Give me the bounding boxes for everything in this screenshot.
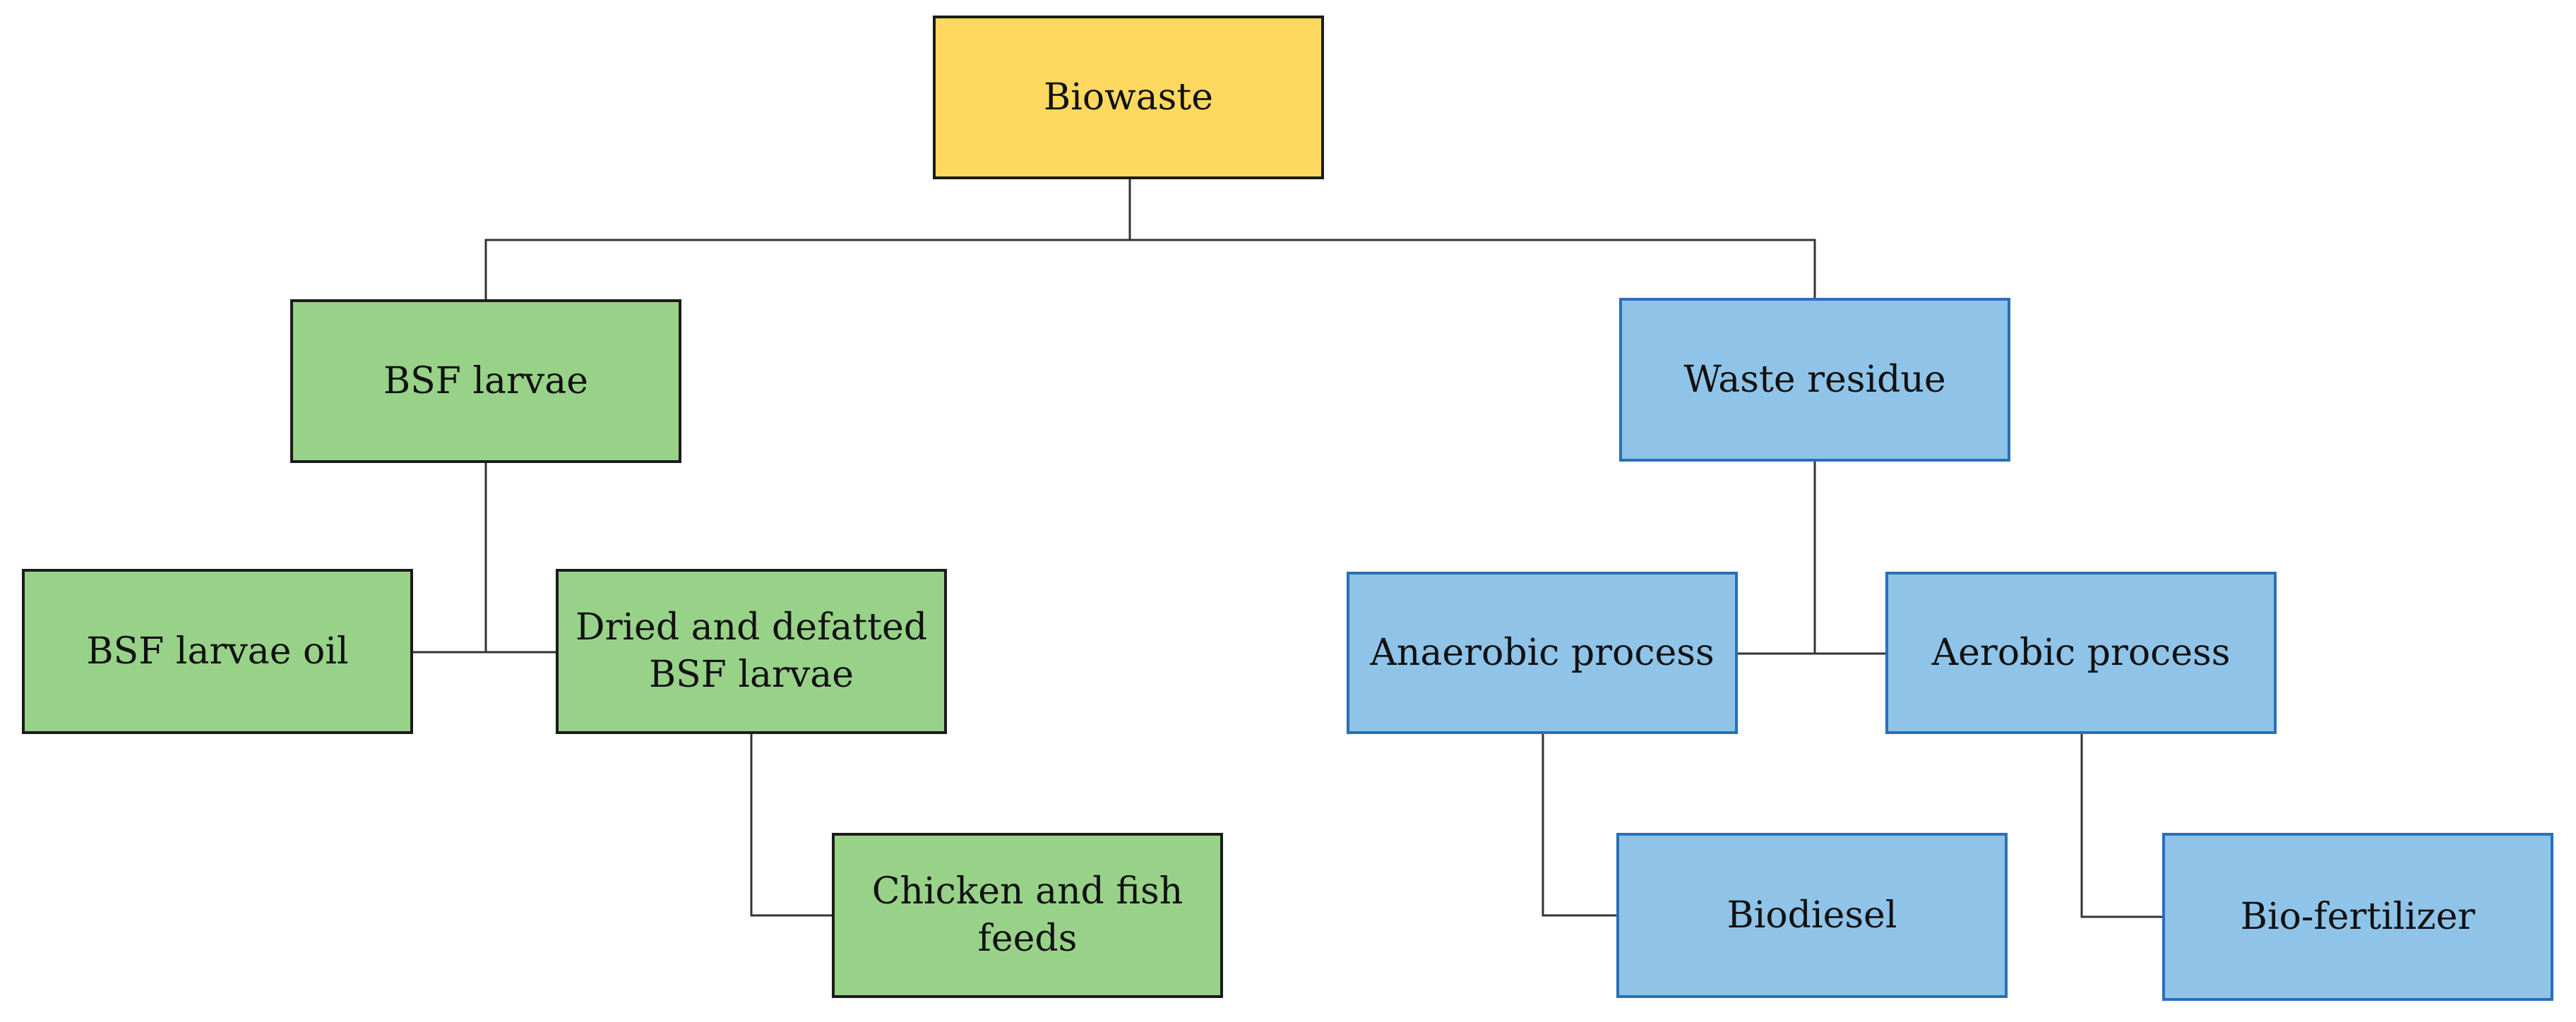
node-biodiesel: Biodiesel: [1616, 833, 2008, 998]
node-aerobic-process: Aerobic process: [1885, 572, 2277, 734]
node-waste-residue-label: Waste residue: [1683, 358, 1946, 401]
node-aerobic-process-label: Aerobic process: [1931, 631, 2231, 674]
node-bio-fertilizer: Bio-fertilizer: [2162, 833, 2553, 1001]
node-dried-defatted-larvae-label: Dried and defatted BSF larvae: [575, 606, 928, 696]
node-anaerobic-process-label: Anaerobic process: [1370, 631, 1715, 674]
connector-anaerobic-to-biodiesel: [1542, 734, 1616, 917]
connector-branch-bar: [484, 239, 1816, 299]
node-chicken-fish-feeds: Chicken and fish feeds: [832, 833, 1223, 998]
node-chicken-fish-feeds-label: Chicken and fish feeds: [871, 870, 1183, 960]
node-biowaste: Biowaste: [933, 16, 1324, 179]
node-waste-residue: Waste residue: [1619, 298, 2010, 462]
node-bsf-larvae-label: BSF larvae: [383, 359, 589, 402]
node-bsf-larvae: BSF larvae: [290, 299, 681, 463]
node-dried-defatted-larvae: Dried and defatted BSF larvae: [556, 569, 947, 734]
node-bsf-larvae-oil: BSF larvae oil: [22, 569, 413, 734]
connector-aerobic-to-biofertilizer: [2080, 734, 2162, 918]
node-bsf-larvae-oil-label: BSF larvae oil: [86, 630, 349, 673]
node-biowaste-label: Biowaste: [1043, 76, 1214, 119]
node-anaerobic-process: Anaerobic process: [1347, 572, 1738, 734]
node-biodiesel-label: Biodiesel: [1727, 894, 1897, 937]
node-bio-fertilizer-label: Bio-fertilizer: [2240, 895, 2476, 938]
connector-dried-to-feeds: [750, 734, 832, 917]
